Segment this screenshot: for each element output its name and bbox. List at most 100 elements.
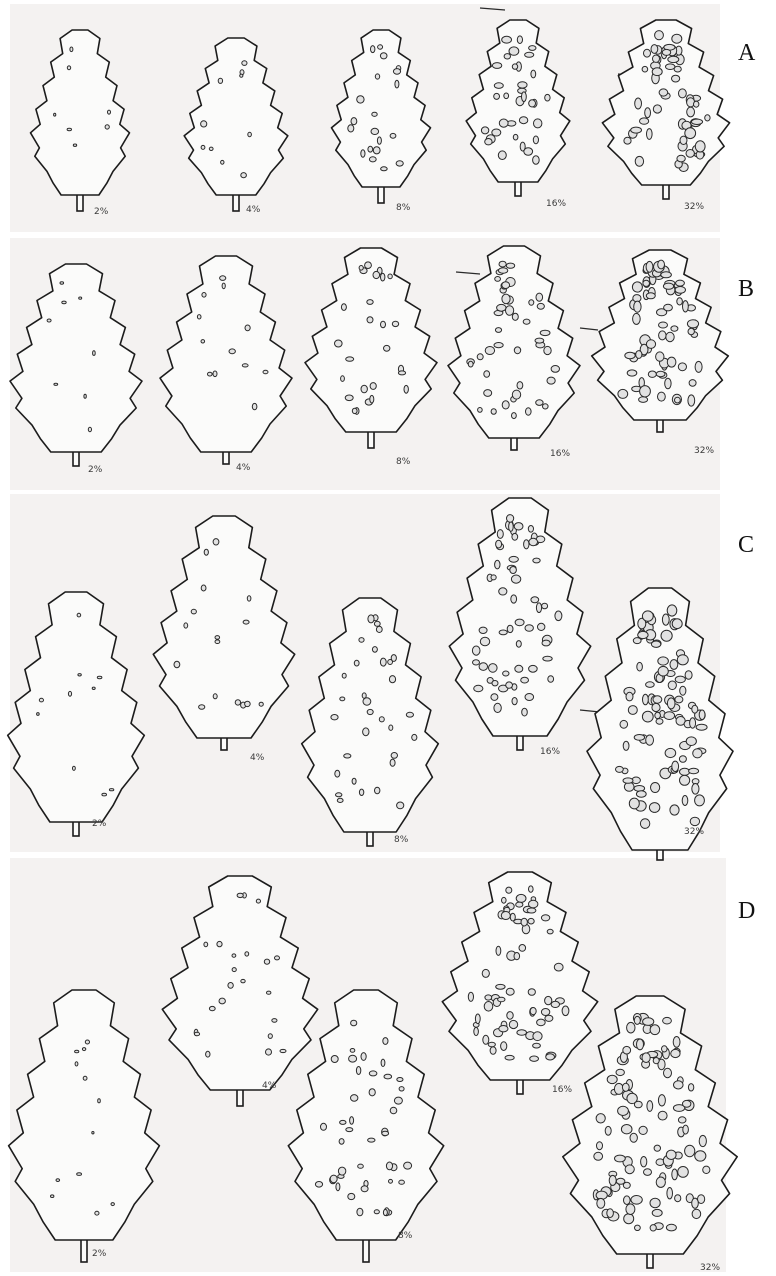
lesion-spot [675,397,681,403]
lesion-spot [484,1002,493,1012]
lesion-spot [516,894,526,902]
lesion-spot [616,766,624,772]
lesion-spot [618,389,628,398]
lesion-spot [656,352,664,361]
lesion-spot [498,151,506,160]
lesion-spot [682,796,688,806]
lesion-spot [232,968,236,972]
lesion-spot [664,1068,672,1077]
severity-label: 2% [92,1249,107,1259]
lesion-spot [661,272,672,278]
lesion-spot [499,261,506,267]
severity-label: 32% [684,827,704,837]
lesion-spot [594,1152,603,1160]
lesion-spot [528,989,535,996]
lesion-spot [245,325,250,331]
lesion-spot [529,100,536,107]
lesion-spot [266,1049,272,1055]
lesion-spot [384,1074,392,1079]
lesion-spot [404,385,408,393]
lesion-spot [242,364,248,367]
lesion-spot [673,1037,680,1048]
lesion-spot [191,609,196,614]
lesion-spot [392,321,398,326]
lesion-spot [215,636,220,640]
lesion-spot [668,56,679,62]
lesion-spot [350,1117,354,1125]
lesion-spot [692,784,699,795]
lesion-spot [374,621,380,626]
lesion-spot [688,328,694,334]
lesion-spot [533,156,540,165]
lesion-spot [201,585,206,591]
lesion-spot [85,1040,89,1044]
lesion-spot [537,303,544,309]
lesion-spot [537,1019,546,1026]
lesion-spot [496,540,502,548]
lesion-spot [509,522,514,531]
lesion-spot [340,697,345,701]
lesion-spot [501,912,510,920]
severity-label: 16% [552,1085,572,1095]
lesion-spot [640,819,649,829]
lesion-spot [530,1056,539,1061]
lesion-spot [635,1225,641,1230]
lesion-spot [656,719,663,725]
lesion-spot [517,382,523,389]
lesion-spot [692,1209,701,1218]
lesion-spot [335,340,343,347]
lesion-spot [384,345,390,351]
lesion-spot [362,693,366,698]
lesion-spot [644,49,651,57]
lesion-spot [348,1193,355,1199]
row-label-b: B [738,276,754,302]
lesion-spot [643,694,649,705]
lesion-spot [653,1058,659,1064]
lesion-spot [535,338,544,343]
lesion-spot [102,793,107,796]
lesion-spot [339,1139,344,1145]
lesion-spot [511,595,517,603]
lesion-spot [478,408,483,413]
lesion-spot [204,942,208,947]
lesion-spot [108,110,111,114]
lesion-spot [620,720,628,728]
lesion-spot [275,956,280,960]
lesion-spot [235,700,240,705]
lesion-spot [499,588,507,595]
lesion-spot [361,1053,366,1061]
lesion-spot [213,694,217,699]
lesion-spot [662,614,669,625]
lesion-spot [664,304,673,311]
lesion-spot [675,1195,681,1202]
lesion-spot [346,357,354,361]
severity-label: 4% [262,1081,277,1091]
lesion-spot [361,385,367,393]
lesion-spot [386,1162,392,1170]
lesion-spot [480,637,489,646]
lesion-spot [622,1083,629,1091]
lesion-spot [542,603,548,609]
lesion-spot [468,361,473,367]
lesion-spot [670,660,678,670]
severity-label: 32% [684,202,704,212]
lesion-spot [396,161,403,166]
lesion-spot [221,160,224,164]
lesion-spot [635,98,642,109]
lesion-spot [501,1042,507,1051]
lesion-spot [92,1132,94,1134]
lesion-spot [522,92,527,102]
lesion-spot [642,66,648,72]
lesion-spot [639,397,648,403]
lesion-spot [497,530,503,539]
lesion-spot [474,685,483,691]
lesion-spot [241,979,245,982]
lesion-spot [494,93,500,99]
lesion-spot [475,1014,480,1024]
lesion-spot [652,68,662,76]
lesion-spot [667,605,677,616]
lesion-spot [648,371,656,377]
lesion-spot [219,998,225,1004]
lesion-spot [39,698,43,702]
lesion-spot [381,1059,385,1066]
